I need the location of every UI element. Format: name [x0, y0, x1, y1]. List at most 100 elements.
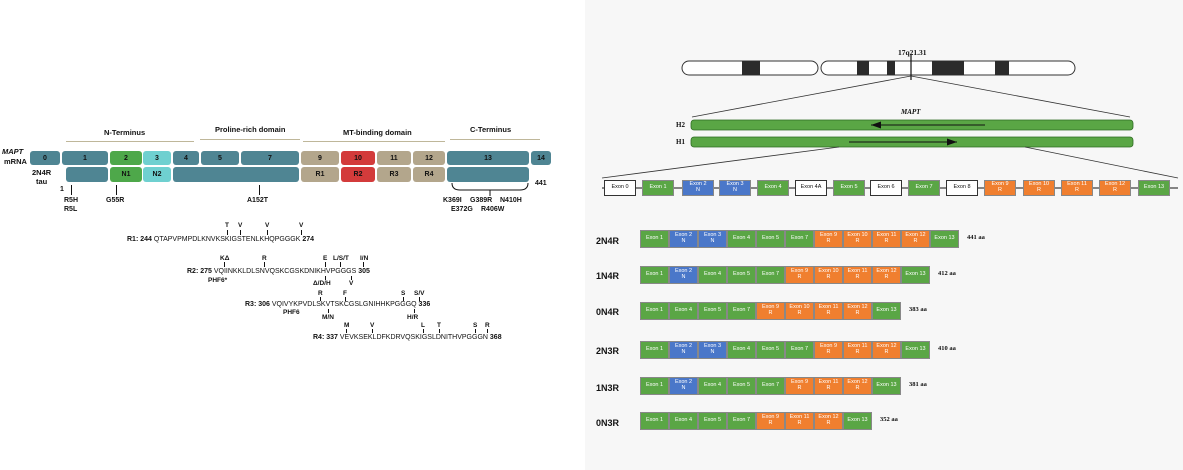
r2-bot-ann-0: Δ/D/H	[313, 280, 331, 287]
mutation-g55r: G55R	[106, 197, 125, 204]
isoform-length-0n4r: 383 aa	[909, 306, 927, 313]
repeat-r4-seq: VEVKSEKLDFKDRVQSKIGSLDNITHVPGGGN	[339, 334, 488, 341]
protein-segment-n1: N1	[110, 167, 142, 182]
isoform-exon-label: Exon 9	[761, 304, 780, 311]
isoform-exon-label: Exon 1	[645, 235, 664, 242]
mrna-exon-5: 5	[201, 151, 239, 165]
isoform-exon-label: Exon 7	[761, 382, 780, 389]
isoform-exon-label: Exon 2	[674, 232, 693, 239]
r4-tick-2	[423, 329, 424, 333]
protein-segment-n2: N2	[143, 167, 171, 182]
isoform-exon-label: Exon 9	[790, 379, 809, 386]
protein-segment-r1: R1	[301, 167, 339, 182]
gene-exon-label: Exon 5	[840, 184, 858, 191]
isoform-exon-label: Exon 2	[674, 379, 693, 386]
repeat-r3: R3: 306 VQIVYKPVDLSKVTSKCGSLGNIHHKPGGGQ …	[245, 301, 430, 308]
isoform-exon-label: Exon 3	[703, 232, 722, 239]
gene-exon-exon-7: Exon 7	[908, 180, 940, 196]
gene-exon-label: Exon 2	[689, 181, 707, 188]
mrna-exon-11: 11	[377, 151, 411, 165]
isoform-exon-label: Exon 12	[876, 268, 897, 275]
isoform-label-2n4r: 2N4R	[596, 236, 620, 246]
r3-btick-1	[414, 309, 415, 313]
r3-tick-3	[419, 297, 420, 301]
isoform-0n4r-exon-7: Exon 7	[727, 302, 756, 320]
mrna-label: mRNA	[4, 157, 27, 166]
mrna-exon-1: 1	[62, 151, 108, 165]
r4-tick-1	[372, 329, 373, 333]
isoform-exon-label: Exon 9	[761, 414, 780, 421]
isoform-length-1n3r: 381 aa	[909, 381, 927, 388]
r2-btick-0	[325, 276, 326, 280]
gene-exon-label: Exon 13	[1143, 184, 1165, 191]
isoform-exon-sub: R	[855, 274, 860, 280]
r2-btick-1	[351, 276, 352, 280]
isoform-0n3r-exon-7: Exon 7	[727, 412, 756, 430]
isoform-1n4r-exon-1: Exon 1	[640, 266, 669, 284]
repeat-r2-start: 275	[200, 268, 212, 275]
gene-exon-label: Exon 4A	[800, 184, 822, 191]
isoform-1n4r-exon-13: Exon 13	[901, 266, 930, 284]
r3-ann-3: S/V	[414, 290, 425, 297]
isoform-exon-label: Exon 9	[819, 232, 838, 239]
gene-exon-sub: N	[733, 187, 737, 193]
isoform-exon-label: Exon 12	[818, 414, 839, 421]
protein-segment-proline	[173, 167, 299, 182]
gene-exon-sub: R	[998, 187, 1002, 193]
isoform-0n4r-exon-1: Exon 1	[640, 302, 669, 320]
isoform-label-2n3r: 2N3R	[596, 346, 620, 356]
isoform-exon-label: Exon 12	[847, 304, 868, 311]
r3-ann-0: R	[318, 290, 323, 297]
isoform-1n3r-exon-4: Exon 4	[698, 377, 727, 395]
repeat-r2-end: 305	[358, 268, 370, 275]
mutation-r406w: R406W	[481, 206, 505, 213]
chromosome-band-label: 17q21.31	[898, 48, 927, 57]
isoform-exon-label: Exon 13	[876, 307, 897, 314]
isoform-length-2n4r: 441 aa	[967, 234, 985, 241]
r1-ann-3: V	[299, 222, 304, 229]
protein-segment-nterm	[66, 167, 108, 182]
r4-ann-1: V	[370, 322, 375, 329]
isoform-exon-label: Exon 7	[761, 271, 780, 278]
mrna-exon-0: 0	[30, 151, 60, 165]
isoform-label-0n4r: 0N4R	[596, 307, 620, 317]
isoform-label-0n3r: 0N3R	[596, 418, 620, 428]
isoform-exon-label: Exon 11	[847, 343, 868, 350]
isoform-exon-label: Exon 7	[732, 417, 751, 424]
isoform-exon-sub: R	[826, 420, 831, 426]
repeat-r4-end: 368	[489, 334, 502, 341]
tau-domain-panel: N-Terminus Proline-rich domain MT-bindin…	[0, 0, 580, 470]
mapt-label: MAPT	[2, 147, 24, 156]
repeat-r4: R4: 337 VEVKSEKLDFKDRVQSKIGSLDNITHVPGGGN…	[313, 334, 502, 341]
isoform-exon-sub: N	[710, 238, 715, 244]
isoform-exon-label: Exon 13	[847, 417, 868, 424]
r3-tick-0	[320, 297, 321, 301]
r1-tick-0	[227, 230, 228, 235]
isoform-exon-label: Exon 12	[876, 343, 897, 350]
mutation-k369i: K369I	[443, 197, 462, 204]
isoform-exon-sub: R	[797, 310, 802, 316]
isoform-exon-sub: R	[884, 274, 889, 280]
isoform-exon-sub: R	[855, 349, 860, 355]
repeat-r1: R1: 244 QTAPVPMPDLKNVKSKIGSTENLKHQPGGGK …	[127, 236, 314, 243]
gene-exon-exon-8: Exon 8	[946, 180, 978, 196]
isoform-1n4r-exon-5: Exon 5	[727, 266, 756, 284]
isoform-exon-sub: R	[913, 238, 918, 244]
gene-exon-sub: R	[1113, 187, 1117, 193]
isoform-exon-label: Exon 4	[732, 346, 751, 353]
domain-line-c-terminus	[450, 139, 540, 140]
isoform-0n3r-exon-5: Exon 5	[698, 412, 727, 430]
haplotype-h1-label: H1	[676, 138, 685, 146]
isoform-1n4r-exon-4: Exon 4	[698, 266, 727, 284]
r4-ann-0: M	[344, 322, 350, 329]
